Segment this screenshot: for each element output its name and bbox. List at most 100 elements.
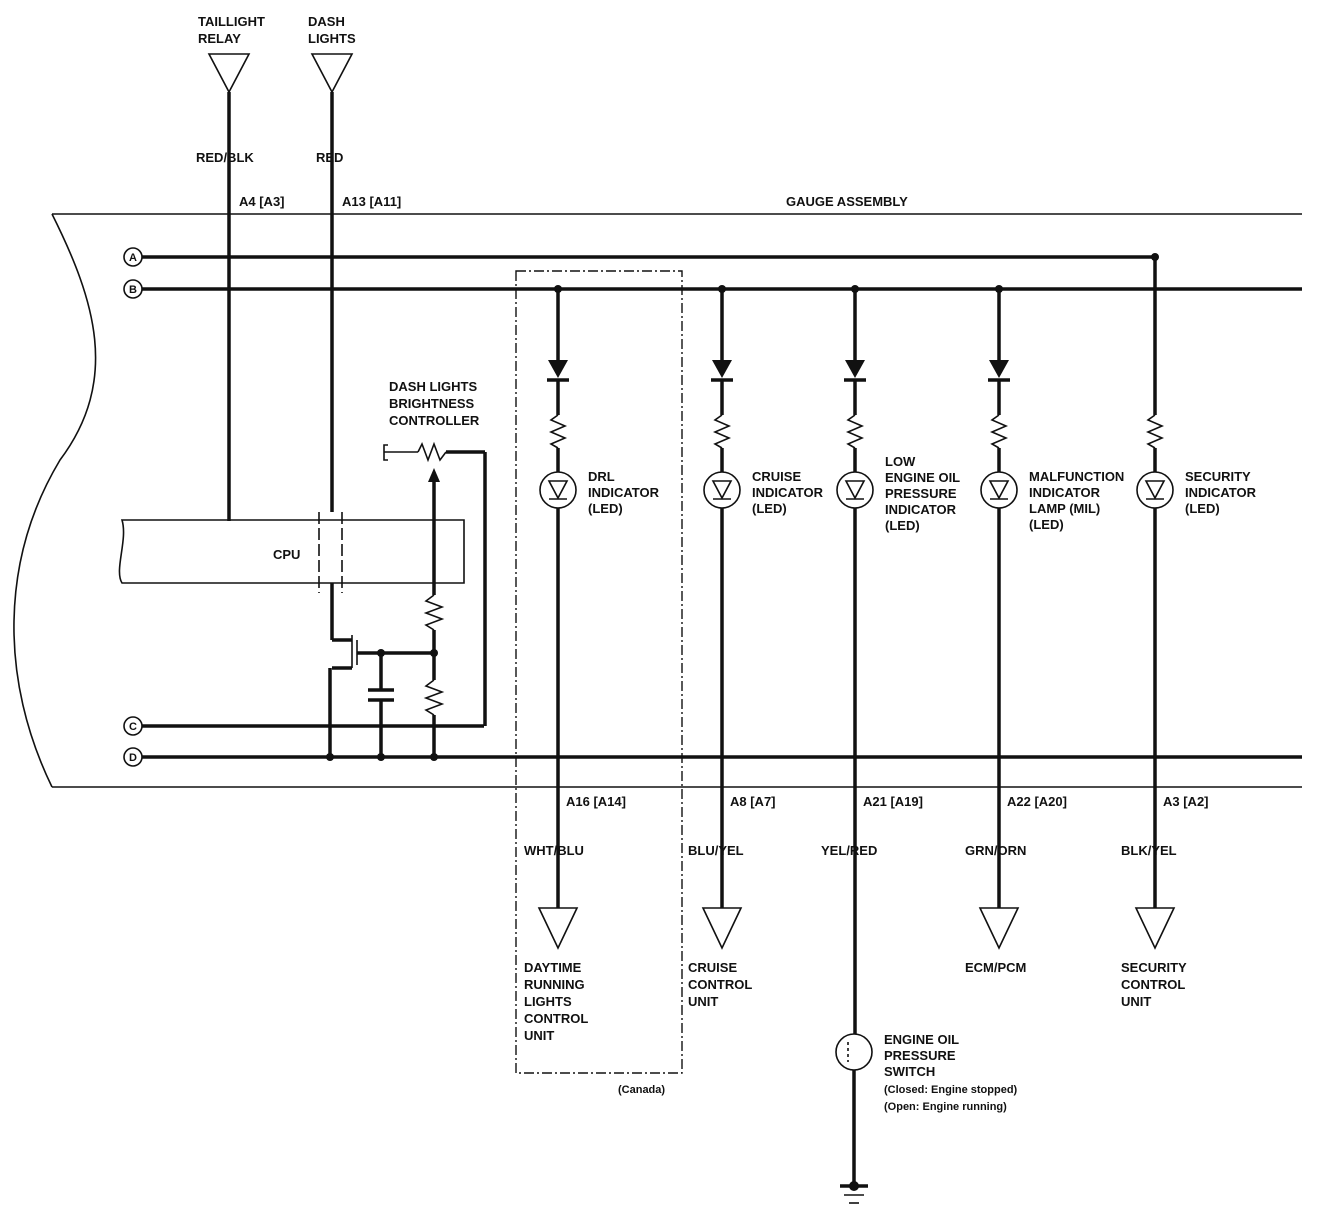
low-oil-led-arrow: [844, 480, 866, 500]
mil-led-circle: [980, 471, 1018, 509]
drl-indicator-label-2: INDICATOR: [588, 485, 660, 500]
cpu-box: [118, 519, 465, 584]
mil-destination-label-1: ECM/PCM: [965, 960, 1026, 975]
cruise-destination-connector: [701, 907, 743, 950]
mil-resistor: [989, 414, 1009, 449]
switch-label-3: SWITCH: [884, 1064, 935, 1079]
switch-label-1: ENGINE OIL: [884, 1032, 959, 1047]
low-oil-led-circle: [836, 471, 874, 509]
security-led-circle: [1136, 471, 1174, 509]
taillight-label-2: RELAY: [198, 31, 241, 46]
low-oil-pin-label: A21 [A19]: [863, 794, 923, 809]
mil-pin-label: A22 [A20]: [1007, 794, 1067, 809]
drl-destination-label-4: CONTROL: [524, 1011, 588, 1026]
pot-wiper-arrow: [428, 468, 440, 482]
taillight-wire-color: RED/BLK: [196, 150, 254, 165]
controller-label-1: DASH LIGHTS: [389, 379, 477, 394]
dash-wire-color: RED: [316, 150, 343, 165]
oil-pressure-switch-symbol: [835, 1033, 873, 1071]
switch-label-2: PRESSURE: [884, 1048, 956, 1063]
cruise-destination-label-2: CONTROL: [688, 977, 752, 992]
mil-wire-color: GRN/ORN: [965, 843, 1026, 858]
security-indicator-label-3: (LED): [1185, 501, 1220, 516]
mil-indicator-label-4: (LED): [1029, 517, 1064, 532]
cruise-wire-color: BLU/YEL: [688, 843, 744, 858]
cpu-label: CPU: [273, 547, 300, 562]
low-oil-resistor: [845, 414, 865, 449]
bus-b-label: B: [129, 284, 137, 296]
cruise-diode: [712, 360, 732, 378]
security-indicator-label-2: INDICATOR: [1185, 485, 1257, 500]
bus-d-junction-1: [326, 753, 334, 761]
cruise-resistor: [712, 414, 732, 449]
cruise-indicator-label-1: CRUISE: [752, 469, 801, 484]
cruise-indicator-label-3: (LED): [752, 501, 787, 516]
dash-pin: A13 [A11]: [342, 194, 401, 209]
security-destination-label-1: SECURITY: [1121, 960, 1187, 975]
canada-option-box: [515, 270, 683, 1074]
security-wire-color: BLK/YEL: [1121, 843, 1177, 858]
low-oil-indicator-label-2: ENGINE OIL: [885, 470, 960, 485]
drl-led-arrow: [547, 480, 569, 500]
switch-note-open: (Open: Engine running): [884, 1101, 1007, 1113]
security-destination-connector: [1134, 907, 1176, 950]
controller-label-2: BRIGHTNESS: [389, 396, 475, 411]
drl-destination-label-3: LIGHTS: [524, 994, 572, 1009]
security-pin-label: A3 [A2]: [1163, 794, 1209, 809]
cruise-led-arrow: [711, 480, 733, 500]
low-oil-diode: [845, 360, 865, 378]
low-oil-wire-color: YEL/RED: [821, 843, 877, 858]
bus-d-label: D: [129, 752, 137, 764]
bus-a-label: A: [129, 252, 137, 264]
dash-lights-label-2: LIGHTS: [308, 31, 356, 46]
taillight-label-1: TAILLIGHT: [198, 14, 265, 29]
bus-d-junction-3: [430, 753, 438, 761]
security-destination-label-3: UNIT: [1121, 994, 1151, 1009]
cruise-destination-label-1: CRUISE: [688, 960, 737, 975]
drl-destination-label-1: DAYTIME: [524, 960, 582, 975]
bus-c-label: C: [129, 721, 137, 733]
drl-led-circle: [539, 471, 577, 509]
canada-note: (Canada): [618, 1084, 665, 1096]
potentiometer-resistor: [417, 441, 447, 463]
controller-label-3: CONTROLLER: [389, 413, 480, 428]
low-oil-indicator-label-3: PRESSURE: [885, 486, 957, 501]
low-oil-indicator-label-5: (LED): [885, 518, 920, 533]
security-resistor: [1145, 414, 1165, 449]
drl-wire-color: WHT/BLU: [524, 843, 584, 858]
bus-d-junction-2: [377, 753, 385, 761]
drl-resistor: [548, 414, 568, 449]
low-oil-indicator-label-1: LOW: [885, 454, 916, 469]
cruise-pin-label: A8 [A7]: [730, 794, 776, 809]
cruise-destination-label-3: UNIT: [688, 994, 718, 1009]
divider-resistor-top: [423, 594, 445, 631]
dash-lights-connector: [310, 53, 354, 94]
drl-destination-label-5: UNIT: [524, 1028, 554, 1043]
security-led-arrow: [1144, 480, 1166, 500]
taillight-pin: A4 [A3]: [239, 194, 285, 209]
mil-indicator-label-2: INDICATOR: [1029, 485, 1101, 500]
mil-destination-connector: [978, 907, 1020, 950]
security-destination-label-2: CONTROL: [1121, 977, 1185, 992]
gauge-assembly-title: GAUGE ASSEMBLY: [786, 194, 908, 209]
low-oil-indicator-label-4: INDICATOR: [885, 502, 957, 517]
mil-led-arrow: [988, 480, 1010, 500]
cruise-led-circle: [703, 471, 741, 509]
divider-resistor-bottom: [423, 679, 445, 716]
mil-indicator-label-3: LAMP (MIL): [1029, 501, 1100, 516]
switch-note-closed: (Closed: Engine stopped): [884, 1084, 1018, 1096]
mil-indicator-label-1: MALFUNCTION: [1029, 469, 1124, 484]
drl-pin-label: A16 [A14]: [566, 794, 626, 809]
drl-indicator-label-3: (LED): [588, 501, 623, 516]
cruise-indicator-label-2: INDICATOR: [752, 485, 824, 500]
taillight-relay-connector: [207, 53, 251, 94]
dash-lights-label-1: DASH: [308, 14, 345, 29]
mil-diode: [989, 360, 1009, 378]
drl-diode: [548, 360, 568, 378]
drl-destination-connector: [537, 907, 579, 950]
ground-junction: [849, 1181, 859, 1191]
security-indicator-label-1: SECURITY: [1185, 469, 1251, 484]
drl-indicator-label-1: DRL: [588, 469, 615, 484]
